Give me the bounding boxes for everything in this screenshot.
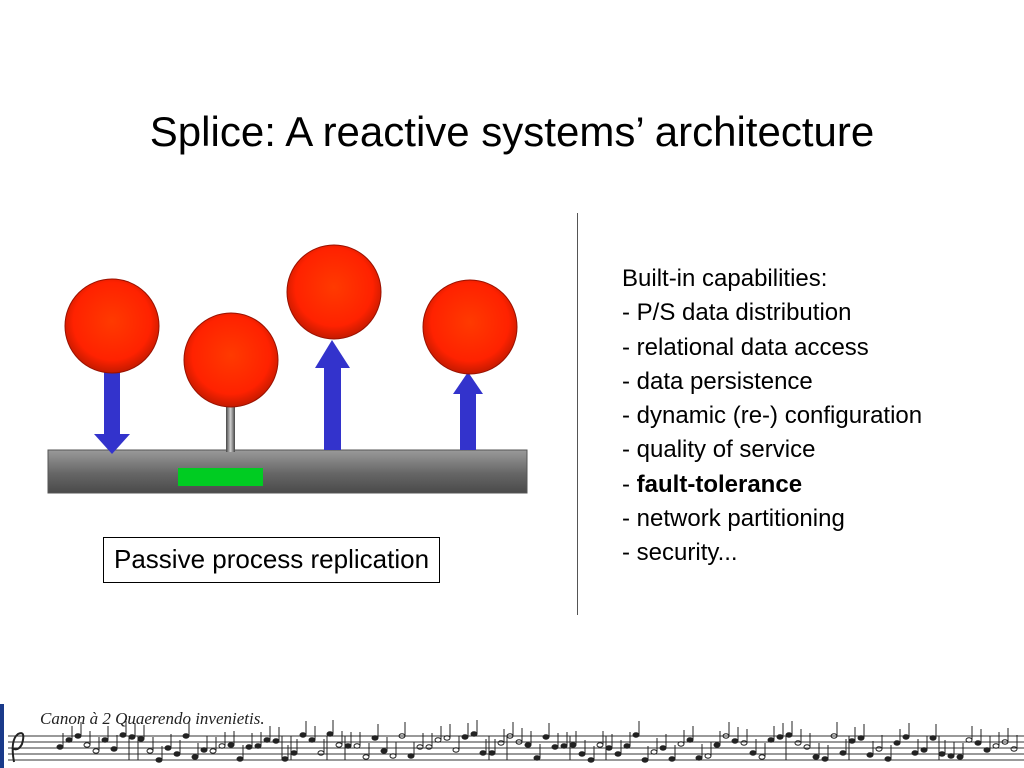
music-score-footer: Canon à 2 Quaerendo invenietis. bbox=[0, 704, 1024, 768]
passive-replica bbox=[178, 468, 263, 486]
node-3-publisher bbox=[286, 244, 382, 450]
architecture-diagram bbox=[47, 244, 528, 494]
score-caption: Canon à 2 Quaerendo invenietis. bbox=[40, 709, 265, 728]
slide-title: Splice: A reactive systems’ architecture bbox=[149, 108, 875, 155]
diagram-caption: Passive process replication bbox=[103, 537, 441, 583]
edge-accent bbox=[0, 704, 4, 768]
capability-item: - security... bbox=[622, 539, 738, 567]
capability-item: - data persistence bbox=[622, 367, 813, 395]
music-notes bbox=[11, 720, 1018, 763]
capability-item: - dynamic (re-) configuration bbox=[622, 402, 923, 430]
capability-item: - quality of service bbox=[622, 436, 816, 464]
node-1-subscriber bbox=[64, 278, 160, 454]
capability-item: - P/S data distribution bbox=[622, 299, 852, 327]
node-2-passive bbox=[183, 312, 279, 452]
vertical-divider bbox=[577, 213, 578, 615]
node-4-publisher bbox=[422, 279, 518, 450]
capabilities-heading: Built-in capabilities: bbox=[622, 265, 828, 292]
data-bus bbox=[47, 449, 528, 494]
capabilities-list: Built-in capabilities: - P/S data distri… bbox=[622, 262, 922, 571]
capability-item: - network partitioning bbox=[622, 505, 845, 533]
capability-item-highlighted: - fault-tolerance bbox=[622, 470, 803, 498]
capability-item: - relational data access bbox=[622, 333, 869, 361]
